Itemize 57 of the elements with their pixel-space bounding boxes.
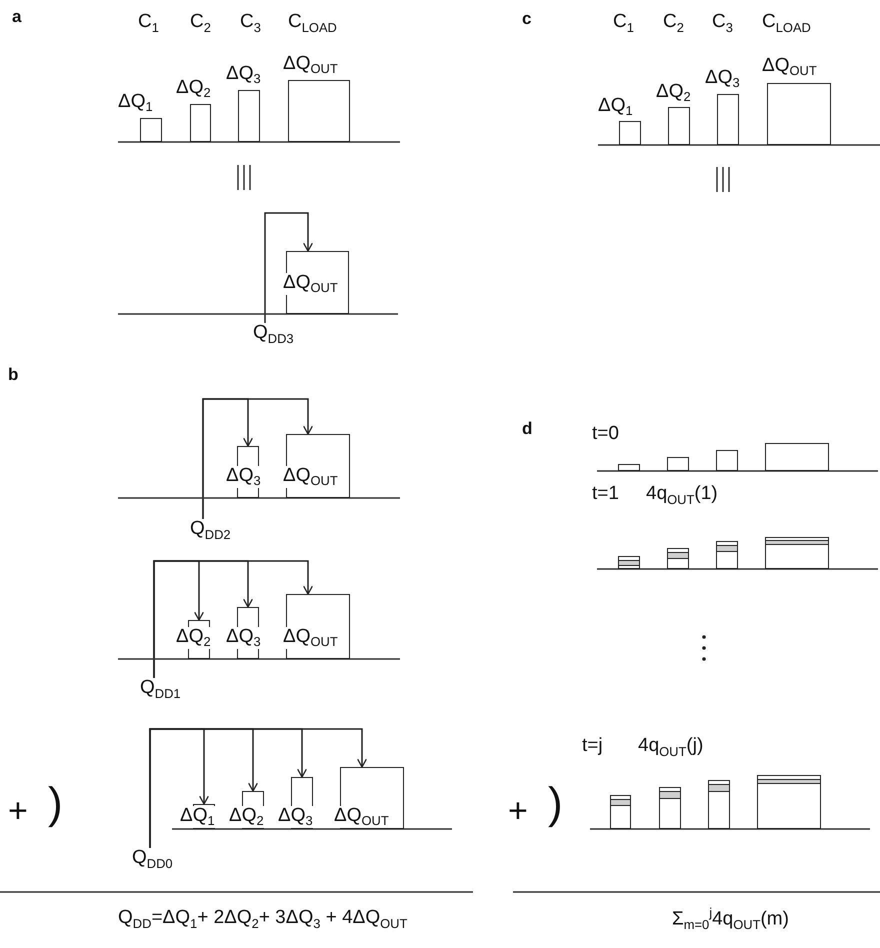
time-label: t=0	[592, 424, 619, 445]
arrow	[202, 398, 314, 519]
capacitor-label: C$_{2}$	[663, 12, 684, 35]
charge-bar	[667, 457, 689, 471]
charge-label: ΔQ$_{3}$	[226, 466, 261, 488]
plus-sign: +	[8, 793, 28, 830]
charge-bar	[765, 537, 829, 569]
charge-bar	[716, 450, 738, 471]
equation: Q$_{DD}$=ΔQ$_{1}$+ 2ΔQ$_{2}$+ 3ΔQ$_{3}$ + 4ΔQ$_{OUT}$	[118, 908, 408, 931]
capacitor-label: C$_{2}$	[190, 12, 211, 35]
time-label: t=1	[592, 484, 619, 505]
equation: Σ$_{m=0}$$^{j}$4q$_{OUT}$(m)	[672, 906, 789, 932]
charge-bar	[667, 548, 689, 569]
charge-bar	[610, 795, 631, 829]
charge-label: Q$_{DD1}$	[140, 678, 181, 701]
charge-label: ΔQ$_{OUT}$	[762, 56, 817, 78]
charge-label: ΔQ$_{3}$	[226, 627, 261, 650]
charge-label: ΔQ$_{OUT}$	[283, 273, 338, 296]
charge-label: ΔQ$_{3}$	[278, 806, 313, 828]
charge-bar	[716, 541, 738, 569]
charge-label: ΔQ$_{3}$	[705, 68, 740, 90]
charge-bar	[659, 787, 681, 829]
charge-label: Q$_{DD3}$	[253, 323, 294, 346]
panel-letter: a	[12, 8, 22, 27]
arrow	[153, 560, 314, 678]
charge-bar	[618, 556, 640, 569]
charge-bar	[757, 775, 821, 829]
panel-letter: b	[8, 366, 18, 385]
capacitor-label: C$_{1}$	[613, 12, 634, 35]
panel-letter: c	[522, 10, 532, 29]
capacitor-label: C$_{1}$	[138, 12, 159, 35]
charge-label: ΔQ$_{2}$	[176, 627, 211, 650]
charge-label: ΔQ$_{2}$	[229, 806, 264, 828]
charge-label: ΔQ$_{OUT}$	[283, 627, 338, 650]
capacitor-label: C$_{LOAD}$	[288, 12, 337, 35]
plus-sign: +	[508, 793, 528, 830]
charge-bar	[618, 464, 640, 471]
charge-label: Q$_{DD0}$	[132, 848, 173, 871]
charge-bar	[765, 443, 829, 471]
capacitor-label: C$_{LOAD}$	[762, 12, 811, 35]
charge-label: 4q$_{OUT}$(1)	[646, 484, 718, 507]
charge-label: Q$_{DD2}$	[190, 519, 231, 542]
bracket-sign: )	[48, 782, 63, 826]
panel-letter: d	[522, 420, 532, 439]
capacitor-label: C$_{3}$	[240, 12, 261, 35]
charge-label: ΔQ$_{OUT}$	[334, 806, 389, 828]
arrow	[264, 212, 314, 323]
charge-label: ΔQ$_{OUT}$	[283, 54, 338, 76]
charge-label: ΔQ$_{OUT}$	[283, 466, 338, 488]
bracket-sign: )	[548, 782, 563, 826]
charge-label: ΔQ$_{3}$	[226, 64, 261, 86]
arrow	[149, 728, 368, 848]
time-label: t=j	[582, 736, 603, 757]
capacitor-label: C$_{3}$	[712, 12, 733, 35]
charge-label: ΔQ$_{1}$	[180, 806, 215, 828]
charge-bar	[708, 780, 730, 829]
charge-label: 4q$_{OUT}$(j)	[638, 736, 704, 759]
